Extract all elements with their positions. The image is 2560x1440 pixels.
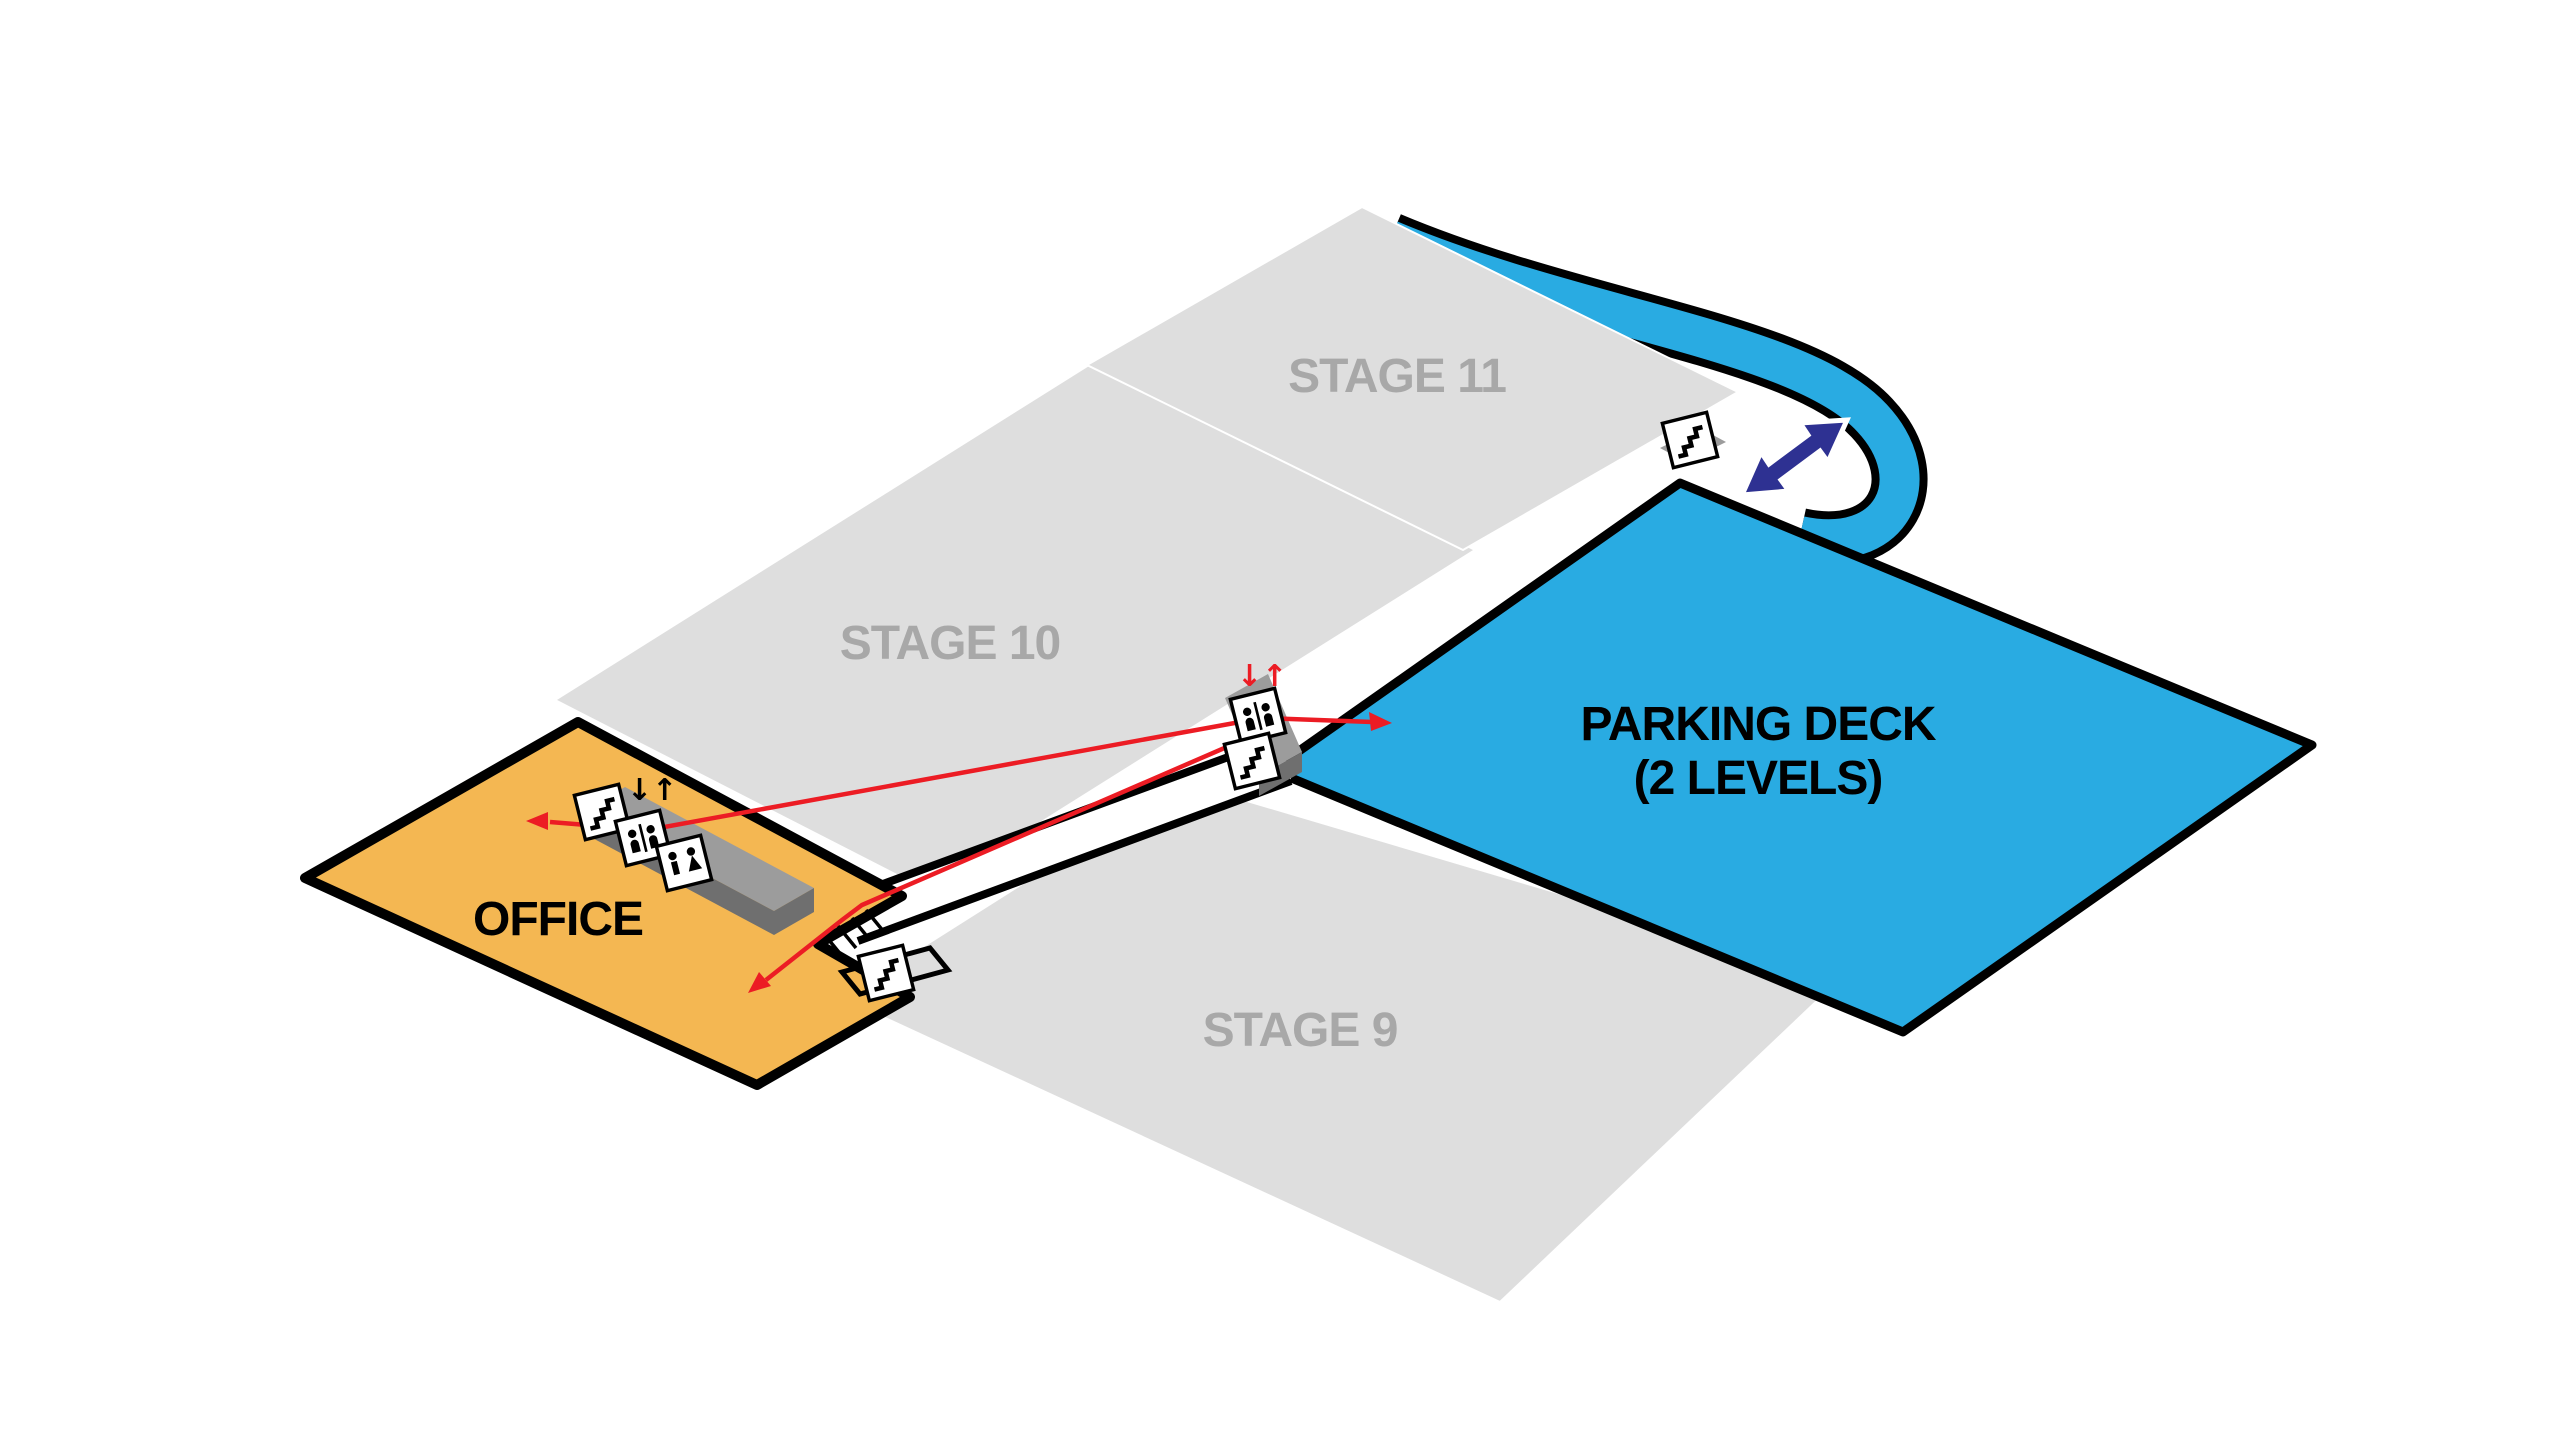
stairs-icon <box>1662 412 1717 467</box>
route-line-branch <box>764 727 1267 982</box>
stage-10-footprint <box>552 356 1478 894</box>
parking-deck-footprint <box>1267 478 2317 1037</box>
corridor-stair-treads <box>822 908 886 958</box>
stairs-icon <box>858 945 913 1000</box>
stage-9-label: STAGE 9 <box>1203 1004 1398 1057</box>
bridge-corridor-lower-edge <box>856 777 1293 945</box>
parking-deck-label-line1: PARKING DECK <box>1580 698 1936 751</box>
route-arrowhead-south <box>748 972 771 993</box>
route-arrowhead-west <box>526 812 548 830</box>
amenity-icons: ↓↑ ↓↑ <box>574 412 1717 1000</box>
parking-deck-label-line2: (2 LEVELS) <box>1634 752 1883 805</box>
restroom-icon <box>654 833 714 893</box>
two-way-ramp-arrow-icon <box>1738 417 1851 498</box>
office-label: OFFICE <box>473 893 643 946</box>
stage-10-label: STAGE 10 <box>840 617 1061 670</box>
stairs-icon <box>1224 733 1279 788</box>
stage-11-label: STAGE 11 <box>1288 350 1506 403</box>
bridge-corridor <box>845 740 1291 939</box>
elevator-direction-arrows: ↓↑ <box>627 773 677 808</box>
stage-11-footprint <box>1084 205 1741 552</box>
office-footprint <box>300 717 915 1090</box>
elevator-direction-arrows: ↓↑ <box>1237 659 1287 694</box>
parking-ramp <box>1382 221 1920 560</box>
route-arrowhead-east <box>1369 712 1392 731</box>
